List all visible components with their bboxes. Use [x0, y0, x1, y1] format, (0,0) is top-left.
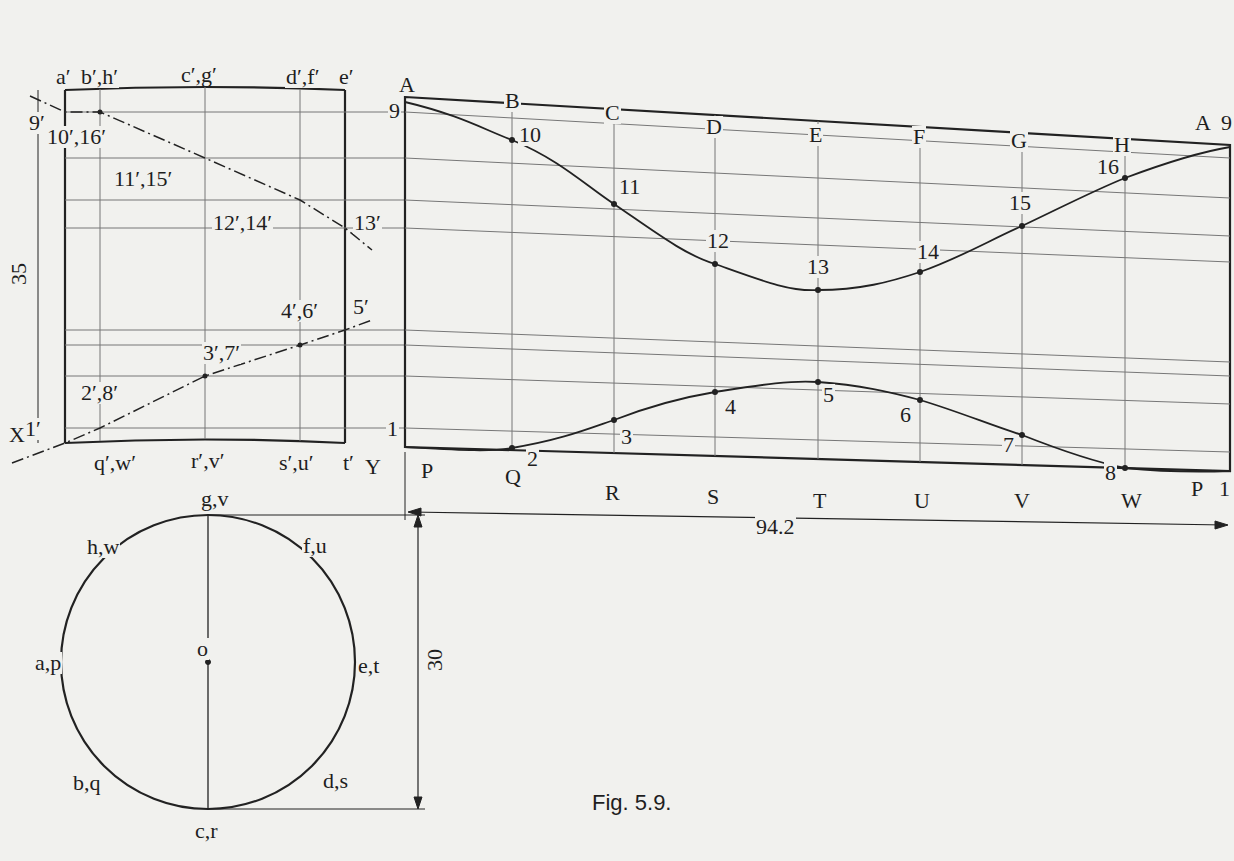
drawing-label: 5 — [822, 384, 835, 406]
drawing-label: 2′,8′ — [80, 382, 119, 404]
drawing-label: 10 — [518, 124, 542, 146]
drawing-label: d′,f′ — [285, 66, 320, 88]
drawing-label: a,p — [34, 652, 62, 674]
drawing-label: h,w — [86, 536, 120, 558]
drawing-label: P — [420, 460, 434, 482]
drawing-label: o — [196, 638, 209, 660]
drawing-label: 3 — [620, 426, 633, 448]
drawing-label: 2 — [526, 448, 539, 470]
drawing-label: W — [1120, 490, 1143, 512]
drawing-label: R — [604, 482, 621, 504]
drawing-label: 7 — [1002, 434, 1015, 456]
drawing-label: D — [705, 116, 723, 138]
drawing-label: 9 — [388, 100, 401, 122]
drawing-label: 1′ — [24, 418, 42, 440]
drawing-label: G — [1010, 130, 1028, 152]
drawing-label: H — [1113, 134, 1131, 156]
drawing-label: e,t — [357, 655, 380, 677]
drawing-label: 13′ — [353, 212, 382, 234]
drawing-label: 30 — [424, 648, 446, 672]
drawing-label: E — [808, 124, 823, 146]
drawing-label: 10′,16′ — [46, 126, 107, 148]
drawing-label: 12 — [706, 230, 730, 252]
drawing-label: c,r — [194, 820, 219, 842]
drawing-label: 16 — [1096, 156, 1120, 178]
drawing-label: r′,v′ — [190, 450, 225, 472]
drawing-label: 3′,7′ — [202, 342, 241, 364]
drawing-label: d,s — [322, 770, 349, 792]
drawing-label: Q — [504, 466, 522, 488]
drawing-label: Y — [364, 456, 382, 478]
drawing-label: 6 — [899, 404, 912, 426]
drawing-label: 5′ — [352, 296, 370, 318]
drawing-label: e′ — [338, 66, 355, 88]
drawing-label: b′,h′ — [80, 66, 119, 88]
drawing-label: b,q — [72, 772, 102, 794]
drawing-label: 9′ — [28, 112, 46, 134]
drawing-label: f,u — [302, 535, 328, 557]
drawing-label: V — [1013, 490, 1031, 512]
drawing-label: T — [812, 490, 827, 512]
drawing-label: q′,w′ — [93, 452, 137, 474]
drawing-label: 1 — [386, 418, 399, 440]
drawing-label: 4′,6′ — [280, 300, 319, 322]
drawing-label: 12′,14′ — [212, 212, 273, 234]
drawing-label: C — [604, 102, 621, 124]
drawing-label: a′ — [55, 66, 72, 88]
drawing-label: 15 — [1008, 192, 1032, 214]
drawing-label: F — [912, 126, 926, 148]
drawing-label: 1 — [1218, 478, 1231, 500]
drawing-label: 13 — [806, 256, 830, 278]
drawing-label: 14 — [916, 241, 940, 263]
figure-caption: Fig. 5.9. — [592, 790, 671, 816]
drawing-label: 94.2 — [755, 516, 796, 538]
drawing-label: s′,u′ — [278, 452, 315, 474]
drawing-label: c′,g′ — [180, 64, 218, 86]
drawing-label: 11 — [618, 176, 641, 198]
drawing-label: g,v — [200, 488, 230, 510]
drawing-label: A — [398, 74, 416, 96]
drawing-label: P — [1190, 478, 1204, 500]
drawing-label: U — [913, 490, 931, 512]
drawing-label: S — [706, 486, 720, 508]
drawing-label: A — [1194, 112, 1212, 134]
drawing-label: 9 — [1220, 112, 1233, 134]
drawing-label: 11′,15′ — [113, 168, 173, 190]
drawing-label: B — [504, 90, 521, 112]
drawing-label: 8 — [1104, 462, 1117, 484]
drawing-label: 4 — [724, 396, 737, 418]
drawing-label: 35 — [8, 262, 30, 286]
drawing-label: t′ — [342, 452, 355, 474]
